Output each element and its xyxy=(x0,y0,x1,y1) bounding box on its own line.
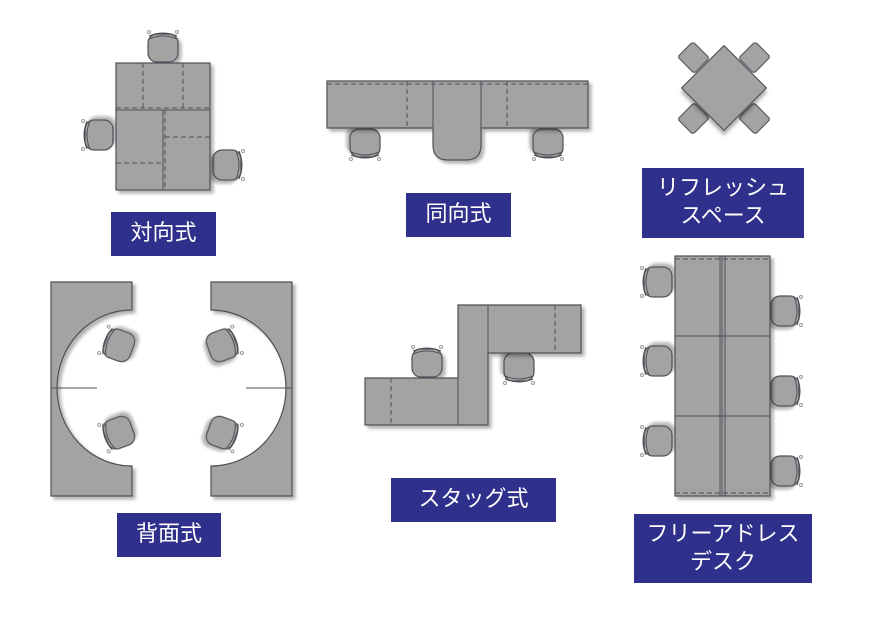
label-text: 同向式 xyxy=(425,202,492,227)
chair xyxy=(771,296,803,327)
desk xyxy=(326,80,589,161)
label-text: フリーアドレス xyxy=(646,521,800,547)
chair xyxy=(204,413,244,453)
free-address-layout-drawing xyxy=(641,255,803,497)
chair xyxy=(678,103,709,134)
label-back-to-back: 背面式 xyxy=(117,513,221,557)
chair xyxy=(771,456,803,487)
chair xyxy=(678,42,709,73)
label-facing: 対向式 xyxy=(111,212,216,256)
desk xyxy=(50,281,133,497)
chair xyxy=(739,42,770,73)
chair xyxy=(771,376,803,407)
chair xyxy=(97,325,137,365)
label-text: 背面式 xyxy=(135,522,202,547)
chair xyxy=(504,353,535,385)
label-text: スタッグ式 xyxy=(418,487,529,512)
label-text: リフレッシュ xyxy=(656,176,789,201)
label-free-address: フリーアドレス デスク xyxy=(634,514,812,583)
chair xyxy=(533,129,564,161)
same-direction-layout-drawing xyxy=(326,80,589,161)
desk xyxy=(364,304,582,426)
chair xyxy=(739,103,770,134)
refresh-space-drawing xyxy=(678,42,770,134)
chair xyxy=(204,325,244,365)
label-refresh-space: リフレッシュ スペース xyxy=(642,168,804,238)
label-text: 対向式 xyxy=(130,221,197,246)
desk xyxy=(210,281,293,497)
label-text: デスク xyxy=(689,549,756,575)
label-staggered: スタッグ式 xyxy=(391,478,556,522)
chair xyxy=(213,150,245,181)
staggered-layout-drawing xyxy=(364,304,582,426)
chair xyxy=(641,267,673,298)
label-text: スペース xyxy=(680,204,766,229)
chair xyxy=(350,129,381,161)
chair xyxy=(148,31,179,63)
label-same-direction: 同向式 xyxy=(406,193,511,237)
chair xyxy=(82,120,114,151)
table xyxy=(680,44,768,132)
chair xyxy=(641,346,673,377)
facing-layout-drawing xyxy=(82,31,245,191)
back-to-back-layout-drawing xyxy=(50,281,293,497)
chair xyxy=(97,413,137,453)
chair xyxy=(641,426,673,457)
chair xyxy=(412,346,443,378)
